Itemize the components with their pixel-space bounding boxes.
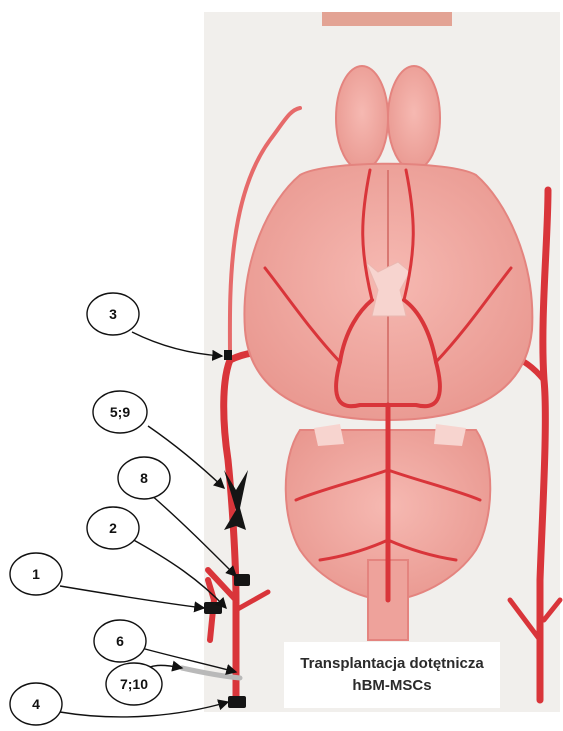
callout-label: 5;9 xyxy=(110,404,130,420)
callout-label: 7;10 xyxy=(120,676,148,692)
callout-label: 6 xyxy=(116,633,124,649)
callout-1: 1 xyxy=(10,553,62,595)
callout-label: 8 xyxy=(140,470,148,486)
callout-5-9: 5;9 xyxy=(93,391,147,433)
ligature-4 xyxy=(228,696,246,708)
callout-7-10: 7;10 xyxy=(106,663,162,705)
callout-label: 1 xyxy=(32,566,40,582)
ligature-1 xyxy=(204,602,222,614)
ligature-8 xyxy=(234,574,250,586)
olfactory-bulb-right xyxy=(388,66,440,170)
caption-line-1: Transplantacja dotętnicza xyxy=(300,653,483,675)
ligature-3 xyxy=(224,350,232,360)
callout-label: 2 xyxy=(109,520,117,536)
callout-4: 4 xyxy=(10,683,62,725)
callout-2: 2 xyxy=(87,507,139,549)
callout-3: 3 xyxy=(87,293,139,335)
callout-label: 4 xyxy=(32,696,40,712)
top-tissue-strip xyxy=(322,12,452,26)
olfactory-bulb-left xyxy=(336,66,388,170)
caption: Transplantacja dotętnicza hBM-MSCs xyxy=(284,642,500,708)
callout-6: 6 xyxy=(94,620,146,662)
callout-8: 8 xyxy=(118,457,170,499)
callout-label: 3 xyxy=(109,306,117,322)
caption-line-2: hBM-MSCs xyxy=(352,675,431,697)
